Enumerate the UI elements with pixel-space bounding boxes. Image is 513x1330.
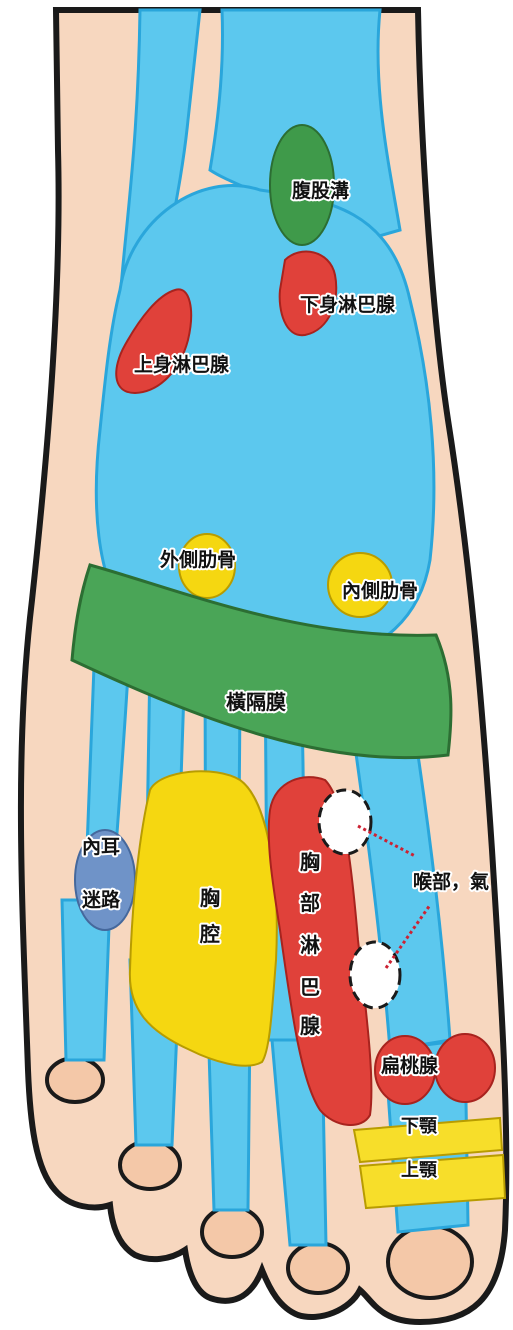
label-upper-body-lymph: 上身淋巴腺 <box>134 353 230 376</box>
label-chest-lymph-3: 淋 <box>300 933 320 957</box>
label-inner-ear-line1: 內耳 <box>82 836 120 858</box>
label-chest-lymph-5: 腺 <box>300 1014 321 1038</box>
little-toe-nail <box>47 1058 103 1102</box>
tonsil-right <box>435 1034 495 1102</box>
label-chest-line1: 胸 <box>200 886 220 910</box>
chest-cavity-zone <box>130 771 277 1065</box>
throat-spot-upper <box>319 790 371 854</box>
fourth-toe-nail <box>120 1141 180 1189</box>
label-chest-line2: 腔 <box>199 922 220 946</box>
label-throat: 喉部，氣 <box>413 870 489 893</box>
label-lower-jaw: 下顎 <box>401 1116 438 1137</box>
label-lower-body-lymph: 下身淋巴腺 <box>300 293 396 316</box>
label-lateral-ribs: 外側肋骨 <box>160 548 236 571</box>
second-toe-nail <box>288 1243 348 1293</box>
label-upper-jaw: 上顎 <box>401 1160 438 1181</box>
label-inner-ear-line2: 迷路 <box>81 888 121 911</box>
big-toe-nail <box>388 1226 472 1298</box>
label-groin: 腹股溝 <box>291 179 349 202</box>
label-diaphragm: 橫隔膜 <box>226 690 286 714</box>
label-tonsils: 扁桃腺 <box>381 1054 439 1077</box>
throat-spot-lower <box>350 942 400 1008</box>
third-toe-nail <box>202 1207 262 1257</box>
label-chest-lymph-4: 巴 <box>300 975 320 999</box>
label-chest-lymph-2: 部 <box>300 891 320 915</box>
label-medial-ribs: 內側肋骨 <box>342 579 418 602</box>
label-chest-lymph-1: 胸 <box>300 850 320 874</box>
